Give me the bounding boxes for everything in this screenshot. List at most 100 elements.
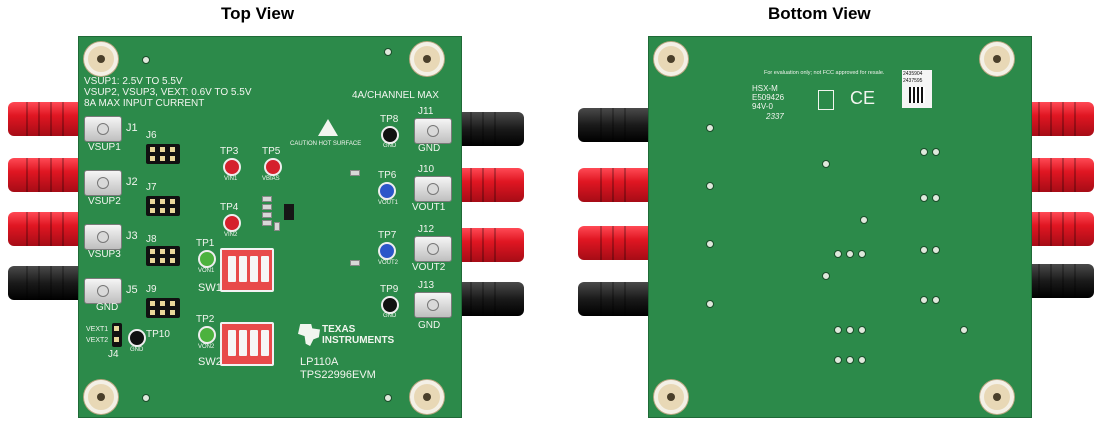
- testpoint-tp8[interactable]: [381, 126, 399, 144]
- input-range-note: VSUP2, VSUP3, VEXT: 0.6V TO 5.5V: [84, 87, 252, 98]
- dip-switch-sw2[interactable]: [220, 322, 274, 366]
- testpoint-label-tp1: TP1: [196, 238, 215, 249]
- jumper-header-j6[interactable]: [146, 144, 180, 164]
- mounting-hole: [410, 42, 444, 76]
- connector-label-j11: J11: [418, 106, 434, 117]
- jumper-header-j4[interactable]: [112, 323, 122, 347]
- via: [706, 182, 714, 190]
- capacitor: [350, 170, 360, 176]
- connector-label-j5: J5: [126, 284, 138, 296]
- mounting-hole: [654, 42, 688, 76]
- via: [142, 394, 150, 402]
- mounting-hole: [84, 42, 118, 76]
- via: [706, 124, 714, 132]
- via: [858, 326, 866, 334]
- via: [932, 148, 940, 156]
- mounting-hole: [980, 380, 1014, 414]
- connector-label-j3: J3: [126, 230, 138, 242]
- connector-label-j12: J12: [418, 224, 435, 235]
- via: [932, 194, 940, 202]
- connector-label-j2: J2: [126, 176, 138, 188]
- testpoint-net-tp9: GND: [383, 313, 397, 319]
- via: [920, 296, 928, 304]
- via: [142, 56, 150, 64]
- channel-max-note: 4A/CHANNEL MAX: [352, 90, 439, 101]
- mounting-hole: [654, 380, 688, 414]
- testpoint-tp7[interactable]: [378, 242, 396, 260]
- testpoint-net-tp6: VOUT1: [378, 200, 399, 206]
- input-range-note: VSUP1: 2.5V TO 5.5V: [84, 76, 183, 87]
- testpoint-tp4[interactable]: [223, 214, 241, 232]
- pcb-marking: 94V-0: [752, 102, 773, 111]
- terminal-clamp-j5: [84, 278, 122, 304]
- via: [846, 250, 854, 258]
- binding-post-vsup3[interactable]: [8, 212, 88, 246]
- brand-line1: TEXAS: [322, 324, 356, 335]
- testpoint-label-tp3: TP3: [220, 146, 239, 157]
- net-label-gnd: GND: [418, 143, 441, 154]
- mounting-hole: [410, 380, 444, 414]
- binding-post-bottom-vout2: [578, 226, 654, 260]
- dip-switch-sw1[interactable]: [220, 248, 274, 292]
- connector-label-j7: J7: [146, 182, 157, 193]
- testpoint-tp3[interactable]: [223, 158, 241, 176]
- brand-line2: INSTRUMENTS: [322, 335, 395, 346]
- barcode-number: 2437595: [903, 78, 923, 84]
- via: [920, 246, 928, 254]
- binding-post-vsup1[interactable]: [8, 102, 88, 136]
- board-model: TPS22996EVM: [300, 369, 376, 381]
- net-label-vout2: VOUT2: [412, 262, 446, 273]
- testpoint-label-tp10: TP10: [146, 329, 170, 340]
- capacitor: [262, 212, 272, 218]
- terminal-clamp-j2: [84, 170, 122, 196]
- via: [834, 250, 842, 258]
- jumper-header-j8[interactable]: [146, 246, 180, 266]
- testpoint-tp2[interactable]: [198, 326, 216, 344]
- testpoint-net-tp1: VON1: [198, 268, 215, 274]
- via: [384, 394, 392, 402]
- caution-label: CAUTION HOT SURFACE: [290, 141, 362, 147]
- top-pcb: VSUP1: 2.5V TO 5.5V VSUP2, VSUP3, VEXT: …: [78, 36, 462, 418]
- fcc-note: For evaluation only; not FCC approved fo…: [764, 70, 885, 76]
- net-label-gnd: GND: [96, 302, 119, 313]
- capacitor: [262, 196, 272, 202]
- testpoint-tp10[interactable]: [128, 329, 146, 347]
- via: [834, 356, 842, 364]
- testpoint-net-tp5: VBIAS: [262, 176, 280, 182]
- capacitor: [350, 260, 360, 266]
- via: [384, 48, 392, 56]
- via: [932, 246, 940, 254]
- via: [822, 272, 830, 280]
- testpoint-tp5[interactable]: [264, 158, 282, 176]
- testpoint-tp6[interactable]: [378, 182, 396, 200]
- binding-post-bottom-gnd: [578, 108, 654, 142]
- testpoint-label-tp2: TP2: [196, 314, 215, 325]
- testpoint-label-tp6: TP6: [378, 170, 397, 181]
- via: [834, 326, 842, 334]
- binding-post-vsup2[interactable]: [8, 158, 88, 192]
- terminal-clamp-j12: [414, 236, 452, 262]
- pcb-marking: 2337: [766, 112, 784, 121]
- via: [920, 148, 928, 156]
- binding-post-gnd-left[interactable]: [8, 266, 88, 300]
- barcode-label: 2435904 2437595: [902, 70, 932, 108]
- texas-instruments-logo: [298, 324, 320, 346]
- connector-label-j1: J1: [126, 122, 138, 134]
- pcb-marking: E509426: [752, 93, 785, 102]
- testpoint-tp1[interactable]: [198, 250, 216, 268]
- jumper-header-j9[interactable]: [146, 298, 180, 318]
- testpoint-tp9[interactable]: [381, 296, 399, 314]
- testpoint-net-tp3: VIN1: [224, 176, 238, 182]
- net-label-gnd: GND: [418, 320, 441, 331]
- jumper-header-j7[interactable]: [146, 196, 180, 216]
- pcb-marking: HSX-M: [752, 84, 778, 93]
- via: [920, 194, 928, 202]
- via: [846, 326, 854, 334]
- connector-label-j10: J10: [418, 164, 435, 175]
- testpoint-net-tp7: VOUT2: [378, 260, 399, 266]
- testpoint-label-tp4: TP4: [220, 202, 239, 213]
- net-label-vsup2: VSUP2: [88, 196, 121, 207]
- weee-bin-icon: [818, 90, 834, 110]
- connector-label-j13: J13: [418, 280, 435, 291]
- testpoint-label-tp5: TP5: [262, 146, 281, 157]
